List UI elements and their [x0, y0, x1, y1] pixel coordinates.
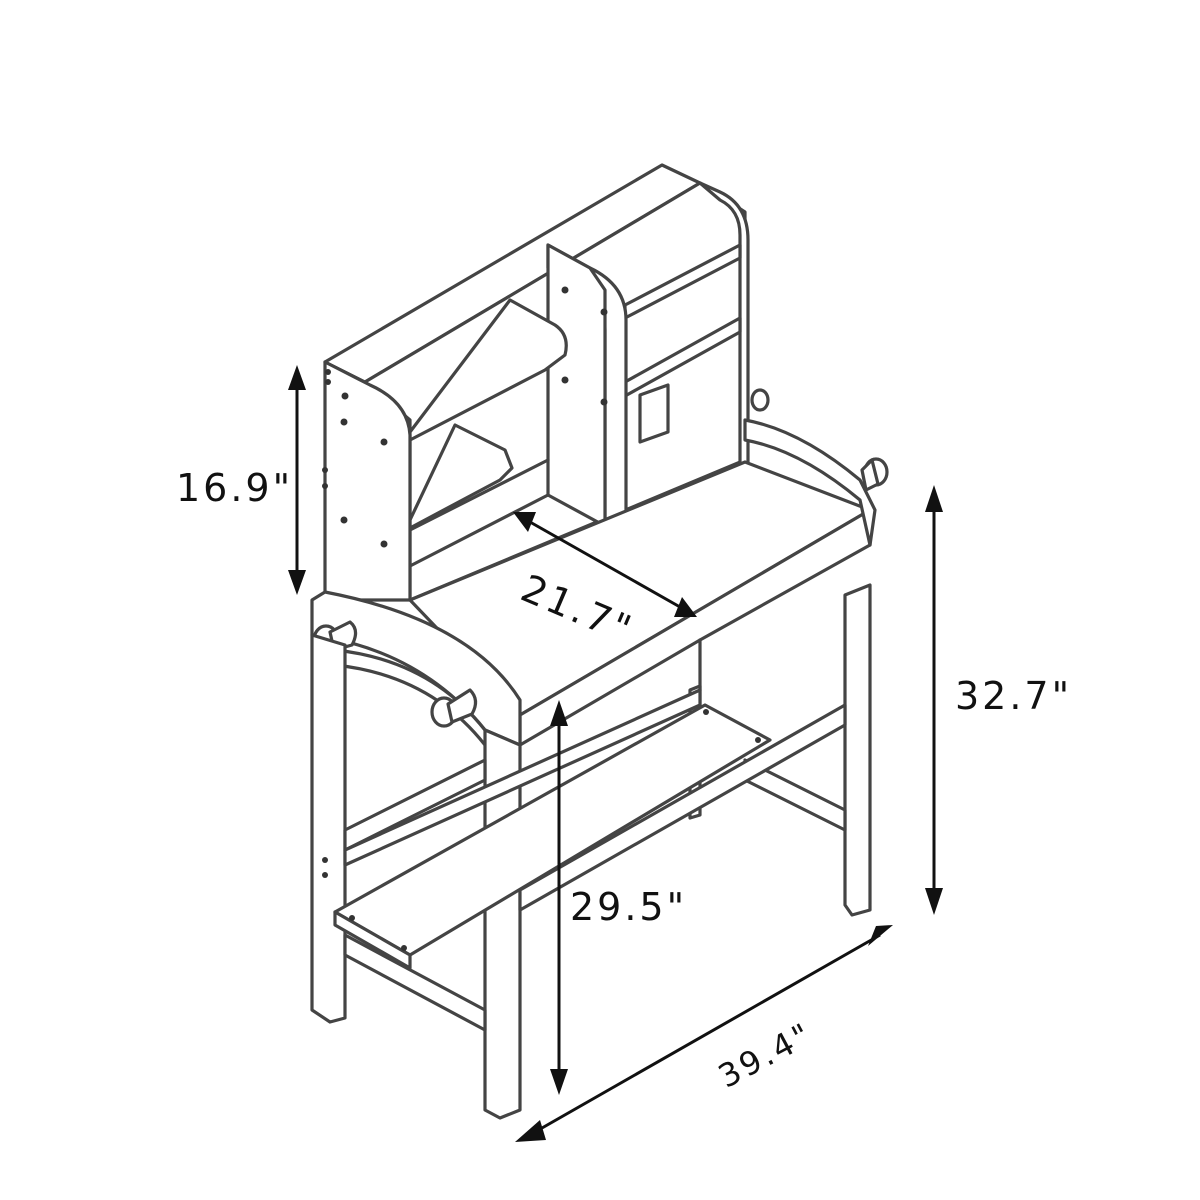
desk-top [408, 388, 889, 747]
foot-shelf [333, 688, 847, 970]
label-overall-height: 32.7" [955, 674, 1073, 718]
label-desk-height: 29.5" [570, 885, 688, 929]
dimension-arrows [288, 365, 943, 1142]
hutch [322, 163, 750, 602]
knob-right-front [860, 457, 889, 492]
dim-overall-height [925, 485, 943, 915]
label-hutch-height: 16.9" [176, 466, 294, 510]
knob-right-back [750, 388, 770, 412]
hutch-middle-divider-face [546, 243, 607, 528]
dim-overall-width [515, 925, 893, 1142]
desk-right-rail [743, 418, 877, 547]
leg-right-front [843, 583, 872, 917]
knob-left-front [430, 688, 478, 728]
dim-hutch-height [288, 365, 306, 595]
hutch-shelf-left-top [408, 298, 568, 442]
dim-shelf-width [513, 512, 697, 617]
dim-desk-height [550, 700, 568, 1095]
leg-left-back [310, 633, 347, 1024]
